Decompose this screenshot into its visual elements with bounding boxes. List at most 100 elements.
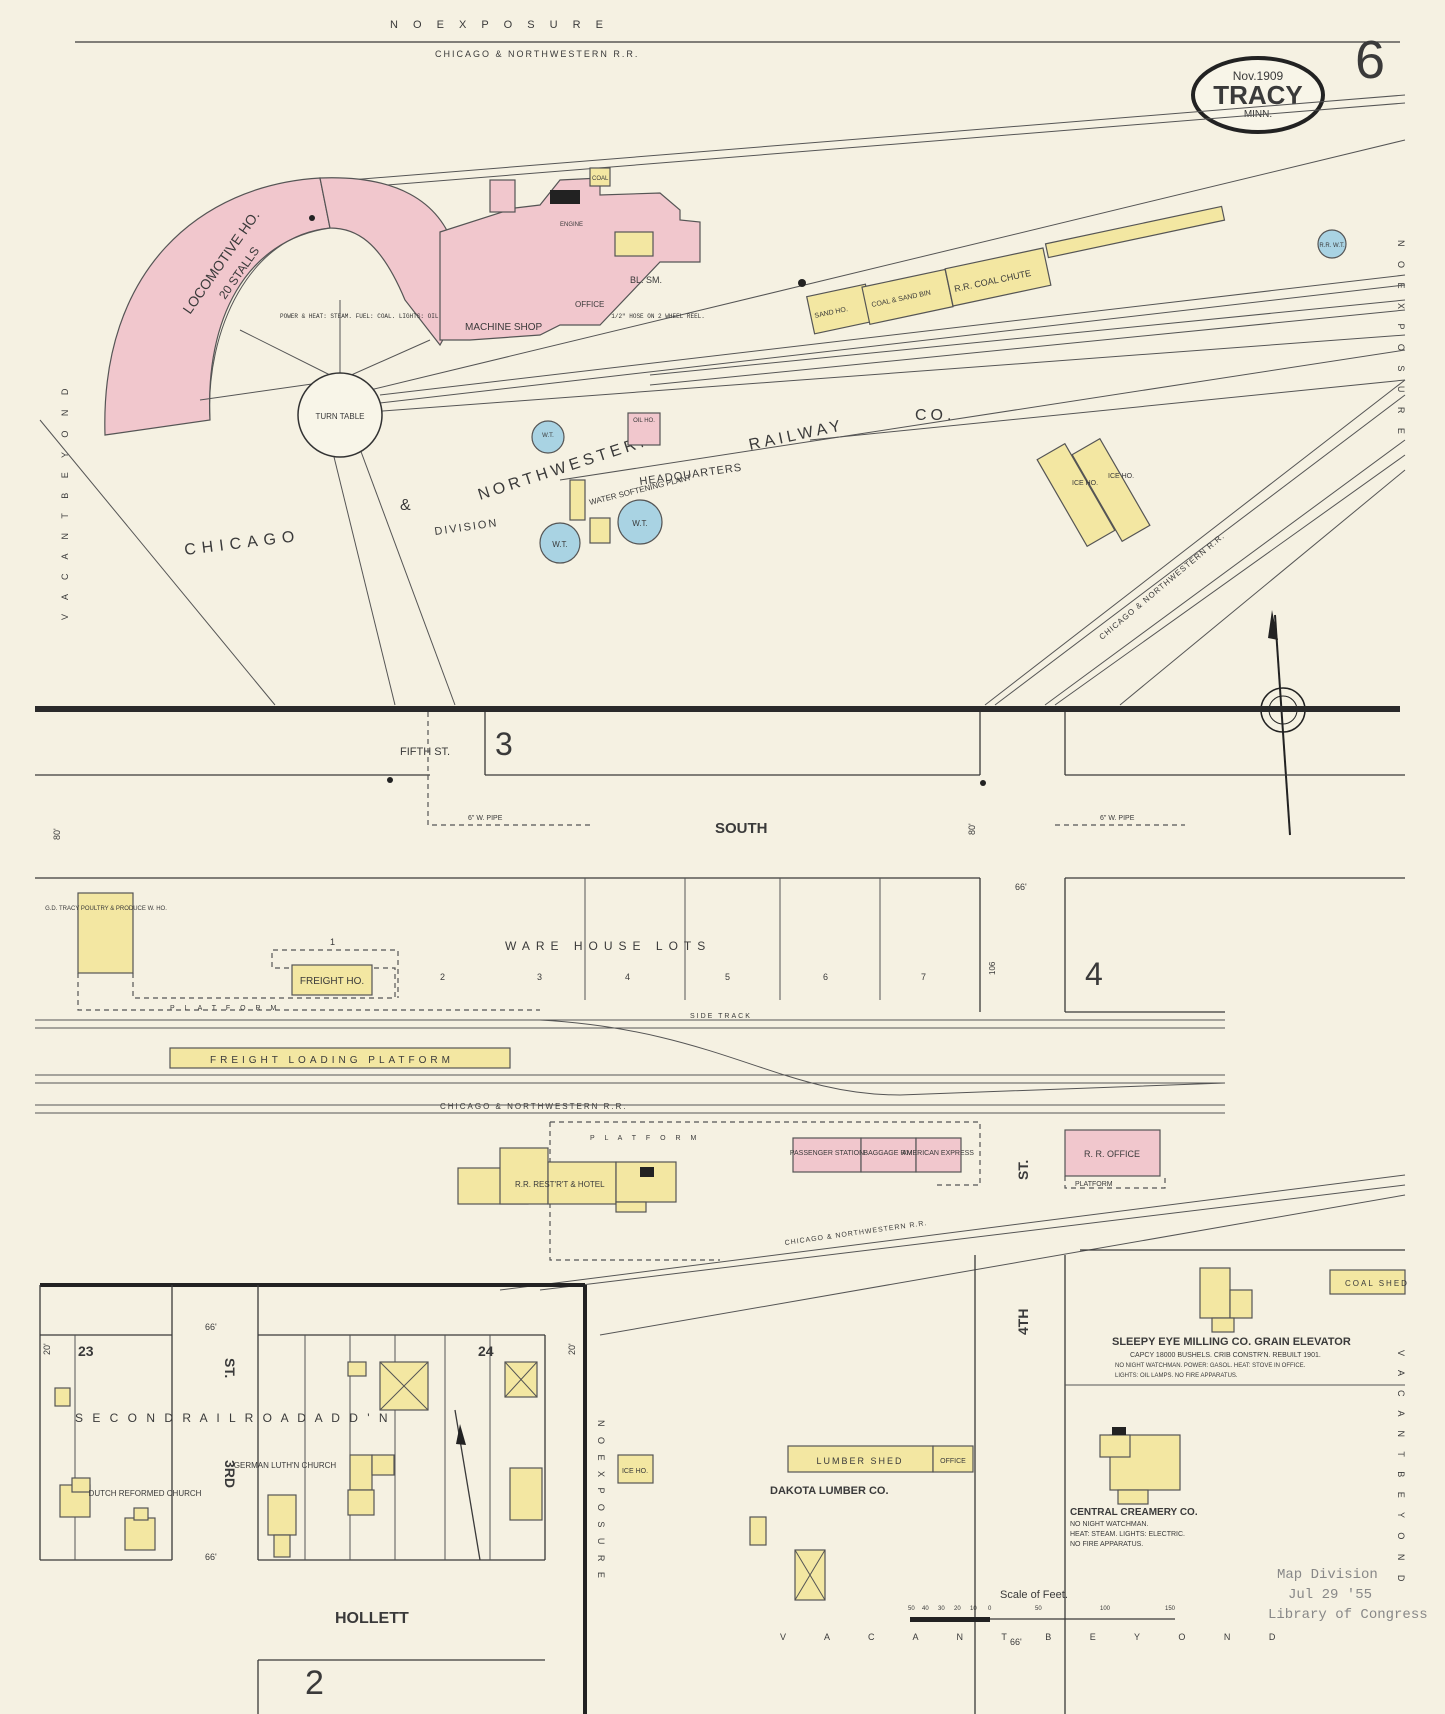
lot-1: 1 [330, 937, 335, 947]
border-top-label: N O E X P O S U R E [390, 19, 609, 31]
express-label: AMERICAN EXPRESS [902, 1150, 974, 1157]
dim-20a: 20' [42, 1343, 52, 1355]
scale-tick-0: 0 [988, 1606, 992, 1612]
oil-ho-label: OIL HO. [633, 418, 655, 424]
scale-tick-20: 20 [954, 1606, 961, 1612]
fourth-st-label-b: 4TH [1015, 1309, 1031, 1335]
dim-80b: 80' [967, 823, 977, 835]
freight-loading-platform [169, 1047, 511, 1069]
library-stamp: Map Division Jul 29 '55 Library of Congr… [1268, 1567, 1428, 1623]
lot-5: 5 [725, 972, 730, 982]
sleepy-eye-note-1: CAPCY 18000 BUSHELS. CRIB CONSTR'N. REBU… [1130, 1352, 1321, 1359]
dim-80a: 80' [52, 828, 62, 840]
shop-office-label: OFFICE [575, 300, 604, 309]
dakota-lumber-label: DAKOTA LUMBER CO. [770, 1485, 889, 1497]
ice-ho-1-label: ICE HO. [1072, 480, 1098, 487]
fourth-st-label-a: ST. [1015, 1160, 1031, 1180]
sleepy-eye-elevator: COAL SHED SLEEPY EYE MILLING CO. GRAIN E… [1112, 1267, 1407, 1379]
main-tracks [35, 1019, 1226, 1114]
platform-label-3: P L A T F O R M [590, 1135, 700, 1142]
baggage-label: BAGGAGE R'M [863, 1150, 912, 1157]
dim-106: 106 [988, 961, 997, 975]
company-word-co: CO. [915, 407, 955, 424]
south-st-label: SOUTH [715, 820, 768, 837]
lot-3: 3 [537, 972, 542, 982]
scale-bar: Scale of Feet. 50 40 30 20 10 0 50 100 1… [908, 1589, 1176, 1622]
lumber-office-label: OFFICE [940, 1458, 966, 1465]
dutch-church-label: DUTCH REFORMED CHURCH [89, 1489, 202, 1498]
third-st-label-b: 3RD [222, 1460, 238, 1488]
border-right-top-label: N O E X P O S U R E [1396, 240, 1406, 440]
tracy-poultry-label: G.D. TRACY POULTRY & PRODUCE W. HO. [45, 906, 167, 912]
hollett-st-label: HOLLETT [335, 1610, 409, 1627]
tracy-poultry-warehouse [77, 892, 134, 974]
cartouche-date: Nov.1909 [1233, 69, 1284, 83]
wt-label-1: W.T. [542, 433, 554, 439]
block-24: 24 [478, 1343, 494, 1359]
lumber-shed-label: LUMBER SHED [816, 1456, 903, 1466]
railroad-diagonal-upper-label: CHICAGO & NORTHWESTERN R.R. [1098, 531, 1227, 641]
coal-chute-row: SAND HO. COAL & SAND BIN R.R. COAL CHUTE [798, 205, 1226, 335]
hotel-label: R.R. REST'R'T & HOTEL [515, 1180, 605, 1189]
scale-tick-40: 40 [922, 1606, 929, 1612]
locomotive-house: LOCOMOTIVE HO. 20 STALLS POWER & HEAT: S… [104, 177, 705, 436]
station-complex: P L A T F O R M R.R. REST'R'T & HOTEL PA… [457, 1121, 1166, 1261]
pipe-left-label: 6" W. PIPE [468, 815, 503, 822]
addition-label: S E C O N D R A I L R O A D A D D ' N [75, 1411, 391, 1425]
dim-66b: 66' [205, 1322, 217, 1332]
sleepy-eye-note-3: LIGHTS: OIL LAMPS. NO FIRE APPARATUS. [1115, 1373, 1238, 1379]
creamery-label: CENTRAL CREAMERY CO. [1070, 1507, 1198, 1518]
railroad-diagonal-lower-label: CHICAGO & NORTHWESTERN R.R. [784, 1220, 928, 1247]
railroad-middle-label: CHICAGO & NORTHWESTERN R.R. [440, 1102, 628, 1111]
company-word-chicago: CHICAGO [183, 528, 301, 559]
central-creamery: CENTRAL CREAMERY CO. NO NIGHT WATCHMAN. … [1070, 1427, 1198, 1548]
dim-66d: 66' [1010, 1637, 1022, 1647]
coal-label: COAL [592, 176, 609, 182]
inner-no-exposure-label: N O E X P O S U R E [596, 1420, 606, 1582]
block-2: 2 [305, 1664, 324, 1702]
title-cartouche: Nov.1909 TRACY MINN. [1191, 56, 1325, 134]
company-word-and: & [400, 497, 411, 514]
machine-shop-label: MACHINE SHOP [465, 322, 543, 333]
platform-label-2: PLATFORM [1075, 1181, 1113, 1188]
second-railroad-addition: 23 24 S E C O N D R A I L R O A D A D D … [39, 1283, 587, 1714]
freight-house [291, 964, 373, 996]
border-bottom-label: V A C A N T B E Y O N D [780, 1632, 1293, 1642]
ice-house-lower [617, 1454, 654, 1484]
scale-tick-50: 50 [1035, 1606, 1042, 1612]
german-church-label: GERMAN LUTH'N CHURCH [234, 1461, 337, 1470]
yard-tracks [349, 94, 1406, 706]
lot-6: 6 [823, 972, 828, 982]
platform-label: P L A T F O R M [170, 1005, 280, 1012]
dim-66c: 66' [205, 1552, 217, 1562]
turntable: TURN TABLE [199, 300, 431, 458]
pipe-right-label: 6" W. PIPE [1100, 815, 1135, 822]
scale-tick-50l: 50 [908, 1606, 915, 1612]
freight-platform-label: FREIGHT LOADING PLATFORM [210, 1055, 454, 1066]
wt-label-2: W.T. [552, 540, 568, 549]
fifth-st-label: FIFTH ST. [400, 746, 450, 758]
cartouche-town: TRACY [1213, 80, 1303, 110]
border-right-bottom-label: V A C A N T B E Y O N D [1396, 1350, 1406, 1587]
creamery-note-2: HEAT: STEAM. LIGHTS: ELECTRIC. [1070, 1531, 1185, 1538]
lumber-shed [787, 1445, 934, 1473]
scale-label: Scale of Feet. [1000, 1589, 1068, 1601]
compass-rose [1250, 610, 1316, 836]
dim-66a: 66' [1015, 882, 1027, 892]
passenger-station-label: PASSENGER STATION [790, 1150, 864, 1157]
machine-shop-complex: MACHINE SHOP OFFICE BL. SM. ENGINE COAL [439, 167, 701, 341]
scale-tick-150: 150 [1165, 1606, 1176, 1612]
sheet-number: 6 [1355, 30, 1385, 90]
dim-20b: 20' [567, 1343, 577, 1355]
warehouse-lots-label: WARE HOUSE LOTS [505, 939, 711, 953]
block-3: 3 [495, 726, 513, 762]
ice-ho-2-label: ICE HO. [1108, 473, 1134, 480]
stamp-line-2: Jul 29 '55 [1288, 1587, 1372, 1603]
oil-house [627, 412, 661, 446]
blacksmith-label: BL. SM. [630, 275, 662, 285]
stamp-line-3: Library of Congress [1268, 1607, 1428, 1623]
rr-wt-label: R.R. W.T. [1319, 243, 1345, 249]
ice-ho-lower-label: ICE HO. [622, 1468, 648, 1475]
lot-7: 7 [921, 972, 926, 982]
